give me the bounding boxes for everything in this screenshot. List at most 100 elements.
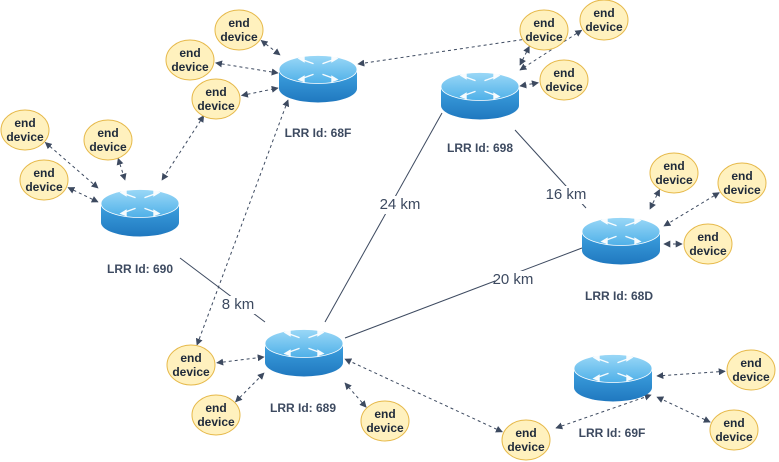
device-connection — [116, 157, 127, 181]
label-background — [382, 196, 418, 214]
router-icon — [264, 329, 344, 377]
device-connection — [195, 99, 290, 346]
device-connection — [240, 85, 279, 98]
end-device-icon — [579, 0, 629, 41]
device-connection — [216, 354, 265, 366]
end-device-label-line2: device — [689, 244, 727, 258]
end-device-label-line2: device — [6, 130, 44, 144]
link-r698-r689 — [324, 112, 443, 323]
end-device-label-line1: end — [205, 401, 226, 415]
router-r68D[interactable] — [581, 217, 661, 265]
end-device-icon — [501, 419, 551, 461]
end-device-label-line1: end — [14, 116, 35, 130]
router-label: LRR Id: 689 — [270, 401, 336, 415]
end-device-label-line2: device — [197, 99, 235, 113]
router-label: LRR Id: 698 — [447, 141, 513, 155]
end-device-icon — [214, 9, 264, 51]
end-device-icon — [191, 78, 241, 120]
router-icon — [440, 72, 520, 120]
end-device-label-line1: end — [553, 66, 574, 80]
end-device-label-line2: device — [171, 60, 209, 74]
end-device-label-line2: device — [732, 370, 770, 384]
end-device-label-line2: device — [545, 80, 583, 94]
device-connections-layer — [44, 29, 726, 433]
end-device-label-line1: end — [374, 407, 395, 421]
device-connection — [344, 358, 503, 433]
router-icon — [573, 354, 653, 402]
link-distance-label: 24 km — [380, 196, 421, 213]
device-connection — [656, 396, 711, 423]
end-device-icon — [649, 152, 699, 194]
device-connection — [67, 187, 99, 203]
end-device-icon — [19, 159, 69, 201]
link-distance-label: 16 km — [546, 186, 587, 203]
end-device-icon — [360, 400, 410, 442]
device-connection — [555, 393, 652, 430]
end-device-label-line1: end — [593, 6, 614, 20]
device-connection — [357, 34, 541, 67]
end-device-label-line2: device — [585, 20, 623, 34]
router-label: LRR Id: 690 — [107, 262, 173, 276]
end-device-icon — [191, 394, 241, 436]
device-connection — [663, 192, 720, 227]
end-device-icon — [0, 109, 50, 151]
device-connection — [656, 368, 726, 380]
router-icon — [100, 189, 180, 237]
end-device-label-line1: end — [663, 159, 684, 173]
device-connection — [519, 80, 539, 89]
device-connection — [649, 189, 661, 210]
label-background — [548, 186, 584, 204]
label-background — [220, 296, 256, 314]
router-icon — [278, 55, 358, 103]
end-device-label-line1: end — [515, 426, 536, 440]
end-device-label-line2: device — [507, 440, 545, 454]
end-device-label-line1: end — [740, 356, 761, 370]
end-device-icon — [83, 119, 133, 161]
end-device-label-line1: end — [731, 169, 752, 183]
end-device-label-line1: end — [179, 46, 200, 60]
router-r69F[interactable] — [573, 354, 653, 402]
link-distance-label: 8 km — [222, 296, 255, 313]
end-device-icon — [539, 59, 589, 101]
end-device-label-line2: device — [172, 365, 210, 379]
end-device-label-line2: device — [655, 173, 693, 187]
end-device-label-line1: end — [697, 230, 718, 244]
end-device-label-line2: device — [715, 430, 753, 444]
end-device-label-line2: device — [220, 30, 258, 44]
end-device-label-line2: device — [525, 30, 563, 44]
end-device-label-line2: device — [25, 180, 63, 194]
end-device-label-line1: end — [723, 416, 744, 430]
end-device-icon — [683, 223, 733, 265]
end-device-label-line2: device — [197, 415, 235, 429]
device-connection — [161, 115, 205, 181]
end-device-label-line1: end — [180, 351, 201, 365]
router-r689[interactable] — [264, 329, 344, 377]
link-distance-label: 20 km — [493, 271, 534, 288]
router-r690[interactable] — [100, 189, 180, 237]
end-device-icon — [165, 39, 215, 81]
router-r68F[interactable] — [278, 55, 358, 103]
end-device-label-line1: end — [33, 166, 54, 180]
router-r698[interactable] — [440, 72, 520, 120]
end-device-icon — [726, 349, 776, 391]
